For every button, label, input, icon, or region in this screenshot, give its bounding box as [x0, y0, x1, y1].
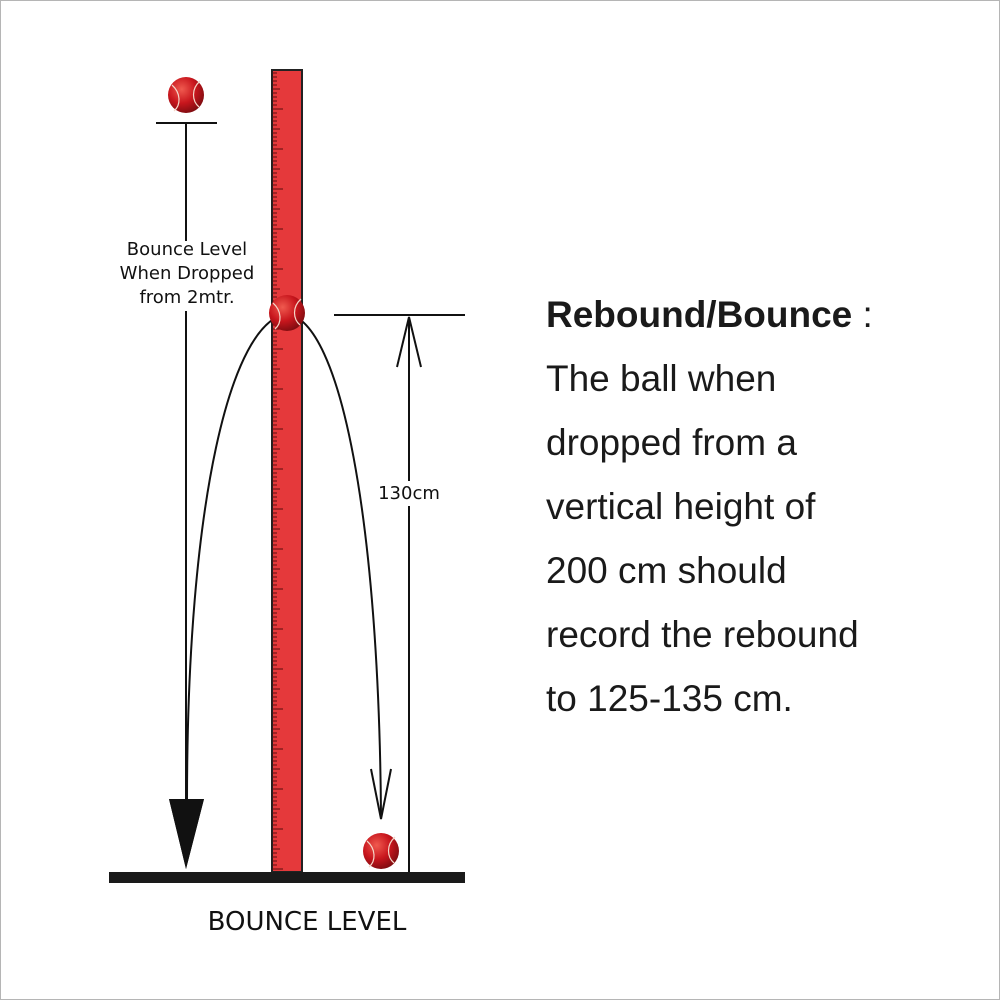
- ruler-ticks: [272, 72, 283, 870]
- trajectory-arrowhead: [370, 768, 392, 820]
- ruler-body: [271, 69, 303, 873]
- rebound-measure-label: 130cm: [378, 483, 440, 504]
- drop-label-line-3: from 2mtr.: [139, 287, 234, 308]
- rebound-arrowhead: [396, 316, 422, 368]
- description-line: to 125-135 cm.: [546, 678, 793, 719]
- ground-line: [109, 872, 465, 883]
- ground-label: BOUNCE LEVEL: [208, 907, 407, 937]
- description-line: dropped from a: [546, 422, 797, 463]
- description-line: vertical height of: [546, 486, 816, 527]
- description-heading: Rebound/Bounce :: [546, 283, 976, 347]
- description-panel: Rebound/Bounce : The ball when dropped f…: [546, 283, 976, 731]
- description-line: record the rebound: [546, 614, 859, 655]
- drop-label-line-2: When Dropped: [120, 263, 255, 284]
- description-title: Rebound/Bounce: [546, 294, 853, 335]
- measuring-ruler: [271, 69, 303, 873]
- drop-height-arrow: [156, 122, 217, 869]
- description-separator: :: [852, 294, 873, 335]
- description-line: 200 cm should: [546, 550, 787, 591]
- ball-rebound-peak: [269, 295, 305, 331]
- rebound-measure-arrow: [334, 314, 465, 872]
- drop-label-line-1: Bounce Level: [127, 239, 247, 260]
- ball-ground: [363, 833, 399, 869]
- ball-top: [168, 77, 204, 113]
- description-line: The ball when: [546, 358, 777, 399]
